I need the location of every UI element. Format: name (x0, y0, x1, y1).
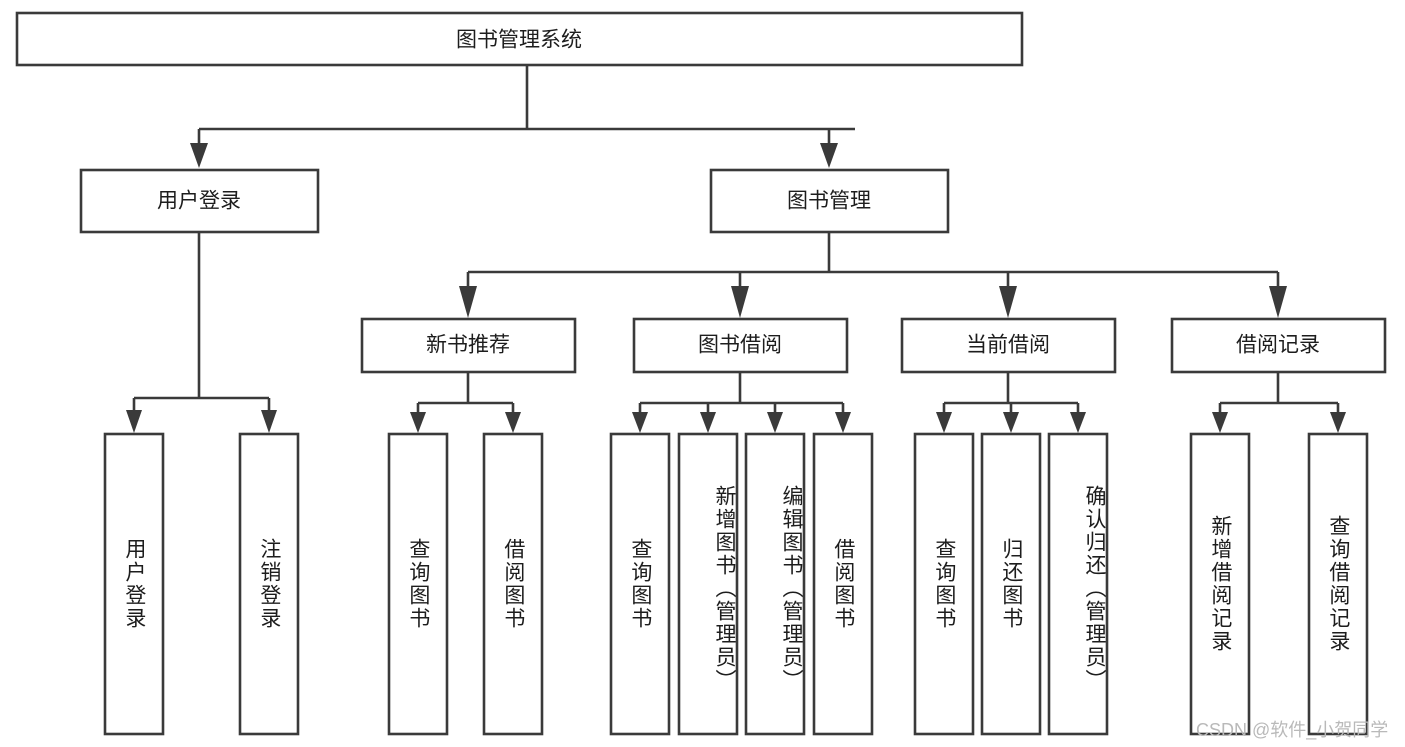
leaf-box-query-record[interactable] (1307, 432, 1369, 736)
node-root-box (15, 11, 1024, 67)
node-current-borrow[interactable]: 当前借阅 (900, 317, 1117, 374)
leaf-box-user-logout[interactable] (238, 432, 300, 736)
leaf-box-borrow-book-2[interactable] (812, 432, 874, 736)
leaf-box-query-book-3[interactable] (913, 432, 975, 736)
arrow-head-leaf-query-book-2 (632, 412, 648, 433)
arrow-head-borrow-record (1269, 286, 1287, 318)
arrow-head-user-login (190, 143, 208, 168)
node-borrow-record[interactable]: 借阅记录 (1170, 317, 1387, 374)
arrow-head-current-borrow (999, 286, 1017, 318)
node-borrow-record-box (1170, 317, 1387, 374)
node-book-manage-box (709, 168, 950, 234)
arrow-head-leaf-query-book-3 (936, 412, 952, 433)
node-book-manage[interactable]: 图书管理 (709, 168, 950, 234)
leaf-box-return-book[interactable] (980, 432, 1042, 736)
node-borrow-record-label: 借阅记录 (1236, 334, 1320, 357)
node-new-book-recommend-box (360, 317, 577, 374)
node-user-login[interactable]: 用户登录 (79, 168, 320, 234)
arrow-head-leaf-user-login (126, 410, 142, 433)
node-book-manage-label: 图书管理 (787, 190, 871, 213)
arrow-head-leaf-edit-book (767, 412, 783, 433)
leaf-box-edit-book[interactable] (744, 432, 806, 736)
leaf-box-add-record[interactable] (1189, 432, 1251, 736)
arrow-head-leaf-user-logout (261, 410, 277, 433)
node-current-borrow-box (900, 317, 1117, 374)
node-root[interactable]: 图书管理系统 (15, 11, 1024, 67)
arrow-head-leaf-return-book (1003, 412, 1019, 433)
arrow-head-leaf-confirm-return (1070, 412, 1086, 433)
node-user-login-label: 用户登录 (157, 190, 241, 213)
arrow-head-book-manage (820, 143, 838, 168)
leaf-box-user-login[interactable] (103, 432, 165, 736)
node-book-borrow-box (632, 317, 849, 374)
arrow-head-leaf-query-book-1 (410, 412, 426, 433)
arrow-head-leaf-borrow-book-1 (505, 412, 521, 433)
leaf-box-add-book[interactable] (677, 432, 739, 736)
node-book-borrow-label: 图书借阅 (698, 334, 782, 357)
node-root-label: 图书管理系统 (456, 29, 582, 52)
node-current-borrow-label: 当前借阅 (966, 334, 1050, 357)
arrow-head-leaf-add-record (1212, 412, 1228, 433)
node-user-login-box (79, 168, 320, 234)
node-book-borrow[interactable]: 图书借阅 (632, 317, 849, 374)
arrow-head-leaf-query-record (1330, 412, 1346, 433)
watermark-text: CSDN @软件_小贺同学 (1196, 720, 1389, 740)
node-new-book-recommend[interactable]: 新书推荐 (360, 317, 577, 374)
leaf-box-query-book-2[interactable] (609, 432, 671, 736)
node-new-book-recommend-label: 新书推荐 (426, 334, 510, 357)
arrow-head-new-book-recommend (459, 286, 477, 318)
leaf-box-query-book-1[interactable] (387, 432, 449, 736)
leaf-box-confirm-return[interactable] (1047, 432, 1109, 736)
arrow-head-leaf-borrow-book-2 (835, 412, 851, 433)
leaf-box-borrow-book-1[interactable] (482, 432, 544, 736)
arrow-head-leaf-add-book (700, 412, 716, 433)
arrow-head-book-borrow (731, 286, 749, 318)
